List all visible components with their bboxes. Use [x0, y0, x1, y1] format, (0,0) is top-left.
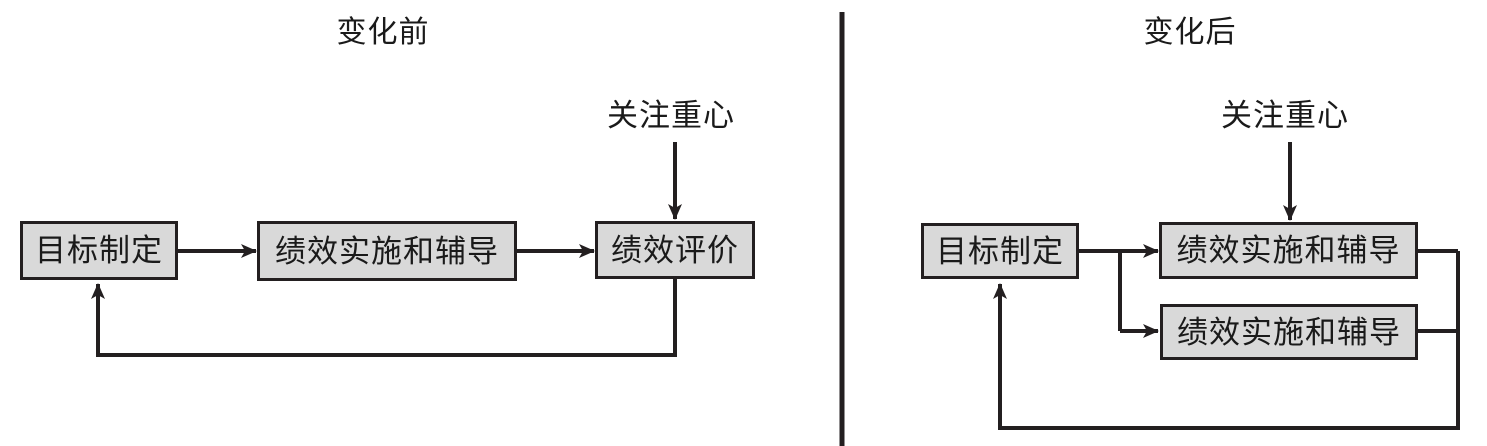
before-focus-label: 关注重心: [607, 98, 735, 133]
after-node-exec-1[interactable]: 绩效实施和辅导: [1159, 222, 1418, 279]
panel-title-after: 变化后: [1143, 16, 1237, 49]
after-feedback-loop: [993, 251, 1460, 430]
after-focus-label: 关注重心: [1221, 98, 1349, 133]
before-node-eval[interactable]: 绩效评价: [595, 221, 755, 279]
panel-title-before: 变化前: [336, 16, 430, 49]
before-node-exec[interactable]: 绩效实施和辅导: [257, 221, 517, 281]
after-node-goal[interactable]: 目标制定: [921, 223, 1079, 279]
before-node-goal[interactable]: 目标制定: [20, 221, 178, 280]
after-node-exec-2[interactable]: 绩效实施和辅导: [1160, 304, 1418, 360]
before-feedback-loop: [91, 279, 677, 357]
